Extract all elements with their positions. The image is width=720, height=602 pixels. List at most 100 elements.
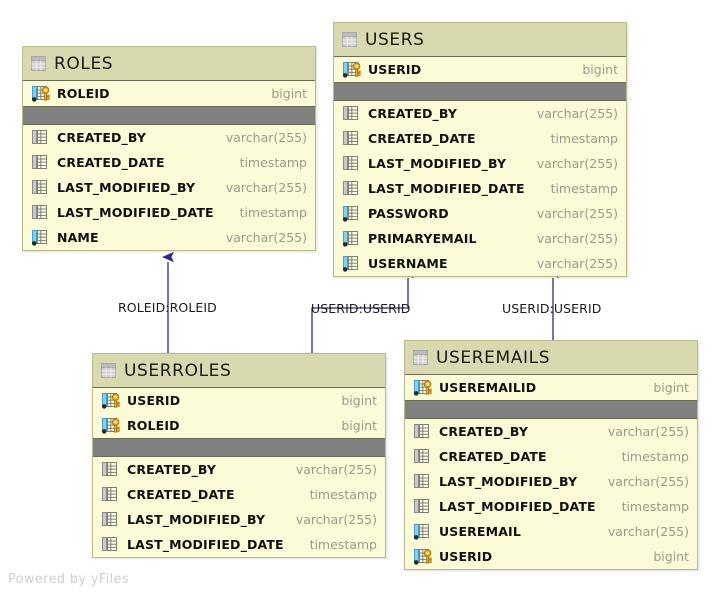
column-name: USERID [127, 393, 181, 408]
attribute-row[interactable]: USERID bigint [405, 544, 697, 569]
column-type: varchar(255) [607, 424, 689, 439]
column-name: CREATED_BY [127, 462, 217, 477]
entity-title: USERROLES [124, 360, 232, 381]
table-icon [31, 56, 46, 71]
primary-key-icon [101, 392, 120, 409]
yfiles-watermark: Powered by yFiles [8, 572, 129, 587]
column-icon [342, 130, 361, 147]
table-icon [101, 363, 116, 378]
column-name: LAST_MODIFIED_BY [368, 156, 507, 171]
column-type: bigint [582, 62, 618, 77]
entity-title: USEREMAILS [436, 347, 551, 368]
column-name: USERID [439, 549, 493, 564]
column-icon [101, 536, 120, 553]
column-type: timestamp [309, 487, 377, 502]
attribute-row[interactable]: CREATED_DATE timestamp [93, 482, 385, 507]
column-type: varchar(255) [536, 106, 618, 121]
column-icon [413, 423, 432, 440]
column-name: LAST_MODIFIED_DATE [439, 499, 596, 514]
attribute-row[interactable]: CREATED_DATE timestamp [334, 126, 626, 151]
column-name: LAST_MODIFIED_BY [57, 180, 196, 195]
column-icon [342, 105, 361, 122]
primary-key-icon [342, 61, 361, 78]
column-icon [101, 461, 120, 478]
entity-header-roles: ROLES [23, 47, 315, 81]
column-icon [413, 473, 432, 490]
column-name: NAME [57, 230, 99, 245]
relationship-label-useremails-to-users: USERID:USERID [502, 301, 602, 316]
column-type: bigint [653, 549, 689, 564]
column-icon [31, 154, 50, 171]
nullable-column-icon [413, 523, 432, 540]
entity-header-userroles: USERROLES [93, 354, 385, 388]
column-type: timestamp [239, 205, 307, 220]
column-name: CREATED_BY [57, 130, 147, 145]
entity-header-useremails: USEREMAILS [405, 341, 697, 375]
column-type: bigint [341, 418, 377, 433]
column-type: timestamp [550, 131, 618, 146]
column-icon [413, 498, 432, 515]
column-type: varchar(255) [225, 230, 307, 245]
column-icon [101, 511, 120, 528]
attribute-section: CREATED_BY varchar(255) CREATED_DATE timest… [93, 457, 385, 557]
column-name: PASSWORD [368, 206, 449, 221]
column-type: varchar(255) [295, 512, 377, 527]
section-divider-band [405, 400, 697, 419]
column-name: PRIMARYEMAIL [368, 231, 477, 246]
column-name: CREATED_DATE [57, 155, 165, 170]
column-name: ROLEID [127, 418, 180, 433]
column-type: timestamp [239, 155, 307, 170]
entity-title: ROLES [54, 53, 114, 74]
column-name: CREATED_DATE [368, 131, 476, 146]
column-icon [31, 129, 50, 146]
attribute-row[interactable]: CREATED_BY varchar(255) [93, 457, 385, 482]
nullable-column-icon [342, 205, 361, 222]
attribute-row[interactable]: CREATED_DATE timestamp [23, 150, 315, 175]
column-type: varchar(255) [225, 130, 307, 145]
key-column-row[interactable]: USEREMAILID bigint [405, 375, 697, 400]
attribute-row[interactable]: LAST_MODIFIED_BY varchar(255) [93, 507, 385, 532]
column-icon [413, 448, 432, 465]
column-icon [342, 155, 361, 172]
column-type: timestamp [621, 449, 689, 464]
primary-key-icon [101, 417, 120, 434]
column-type: varchar(255) [295, 462, 377, 477]
entity-title: USERS [365, 29, 425, 50]
relationship-label-userroles-to-users: USERID:USERID [311, 301, 411, 316]
nullable-column-icon [342, 230, 361, 247]
column-name: CREATED_DATE [127, 487, 235, 502]
primary-key-icon [413, 379, 432, 396]
column-type: varchar(255) [607, 474, 689, 489]
attribute-row[interactable]: NAME varchar(255) [23, 225, 315, 250]
column-name: USEREMAILID [439, 380, 537, 395]
column-type: bigint [653, 380, 689, 395]
attribute-row[interactable]: CREATED_BY varchar(255) [23, 125, 315, 150]
key-column-row[interactable]: ROLEID bigint [93, 413, 385, 438]
column-name: LAST_MODIFIED_BY [127, 512, 266, 527]
